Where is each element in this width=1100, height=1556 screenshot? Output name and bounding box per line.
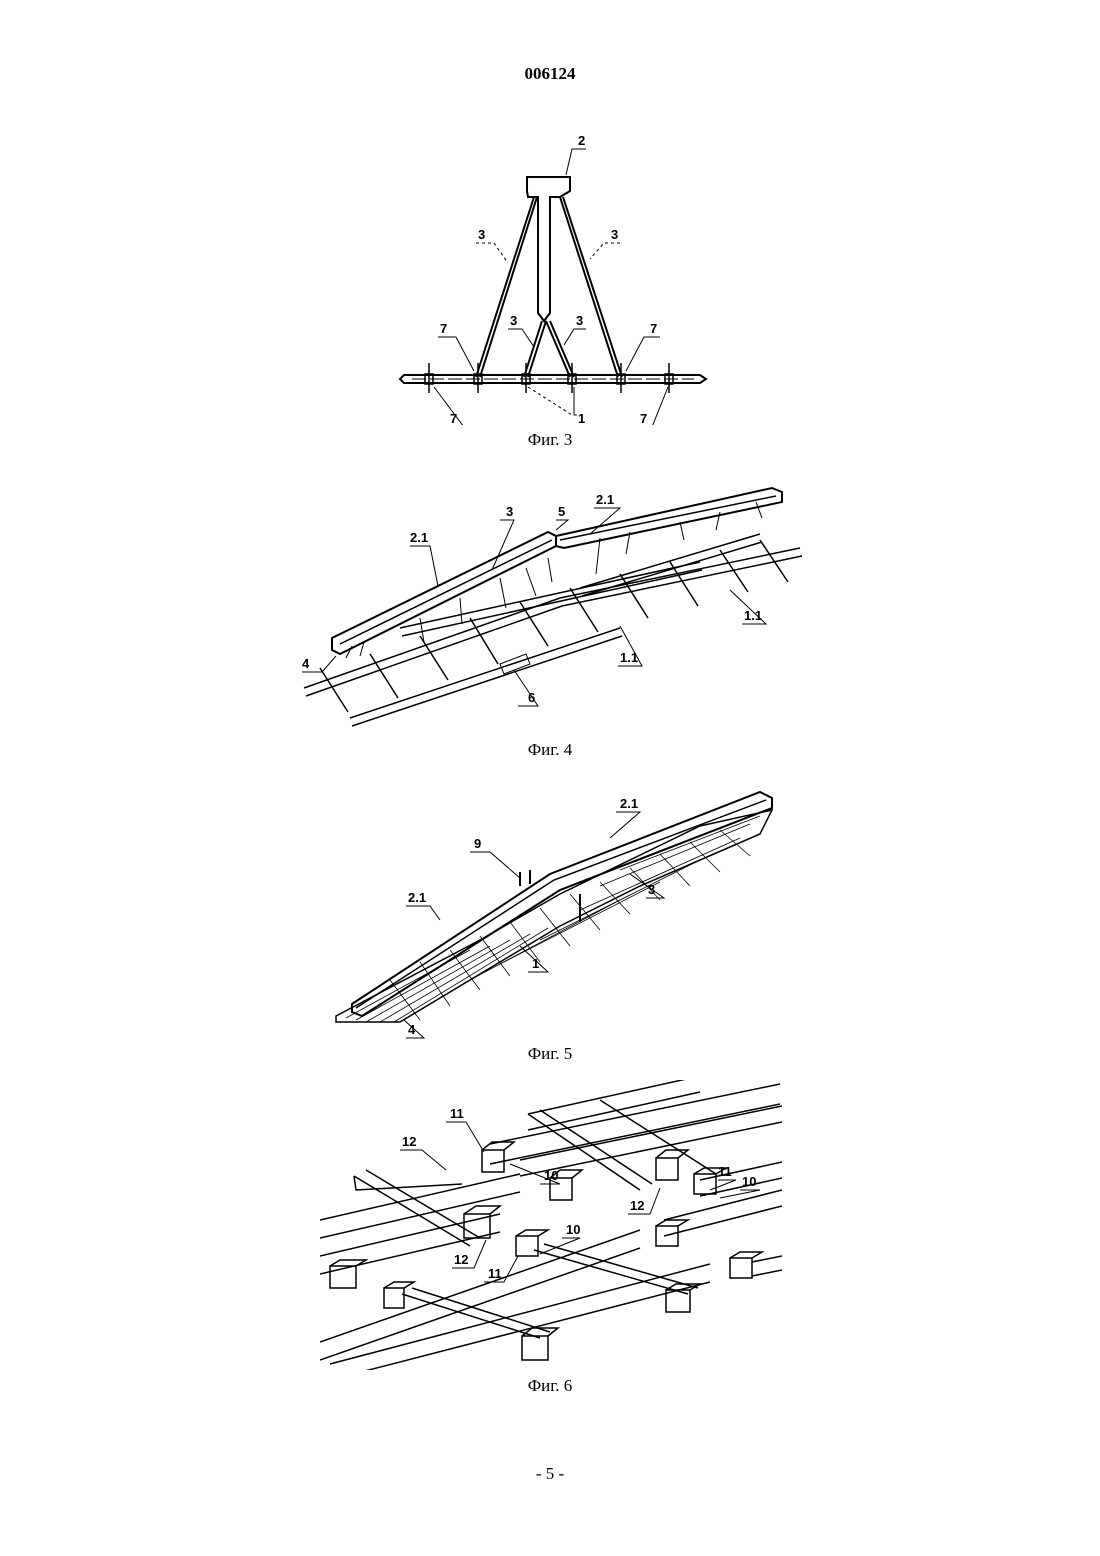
figure-5: 9 2.1 2.1 3 1 4 Фиг. 5 [0, 790, 1100, 1075]
fig4-label-2-1-right: 2.1 [596, 492, 614, 507]
fig3-label-7b: 7 [650, 321, 657, 336]
fig4-label-1-1-b: 1.1 [744, 608, 762, 623]
figure-6-caption: Фиг. 6 [0, 1376, 1100, 1396]
fig3-label-7a: 7 [440, 321, 447, 336]
fig3-label-7d: 7 [640, 411, 647, 425]
fig4-label-4: 4 [302, 656, 310, 671]
document-number: 006124 [0, 64, 1100, 84]
fig4-label-6: 6 [528, 690, 535, 705]
fig5-label-2-1-right: 2.1 [620, 796, 638, 811]
fig6-label-10-b: 10 [566, 1222, 580, 1237]
figure-3: 2 3 3 3 3 7 7 7 7 1 Фиг. 3 [0, 125, 1100, 455]
fig4-label-1-1-a: 1.1 [620, 650, 638, 665]
fig4-label-3: 3 [506, 504, 513, 519]
fig4-label-5: 5 [558, 504, 565, 519]
fig5-label-2-1-left: 2.1 [408, 890, 426, 905]
fig6-label-12-a: 12 [402, 1134, 416, 1149]
fig3-label-3a: 3 [478, 227, 485, 242]
fig6-label-12-c: 12 [454, 1252, 468, 1267]
fig5-label-4: 4 [408, 1022, 416, 1037]
figure-3-drawing: 2 3 3 3 3 7 7 7 7 1 [0, 125, 1100, 425]
fig3-label-3c: 3 [510, 313, 517, 328]
fig3-label-3b: 3 [611, 227, 618, 242]
figure-4-drawing: 2.1 3 5 2.1 4 6 1.1 1.1 [0, 478, 1100, 748]
fig3-label-2: 2 [578, 133, 585, 148]
fig6-label-12-b: 12 [630, 1198, 644, 1213]
figure-6: 11 12 10 12 12 11 10 10 11 Фиг. 6 [0, 1080, 1100, 1400]
fig6-label-10-a: 10 [544, 1168, 558, 1183]
fig6-label-11-b: 11 [488, 1266, 502, 1281]
figure-5-drawing: 9 2.1 2.1 3 1 4 [0, 790, 1100, 1050]
fig5-label-3: 3 [648, 882, 655, 897]
fig3-label-3d: 3 [576, 313, 583, 328]
fig5-label-9: 9 [474, 836, 481, 851]
page-footer-number: - 5 - [0, 1464, 1100, 1484]
figure-3-caption: Фиг. 3 [0, 430, 1100, 450]
fig3-label-1: 1 [578, 411, 585, 425]
figure-6-drawing: 11 12 10 12 12 11 10 10 11 [0, 1080, 1100, 1370]
fig3-label-7c: 7 [450, 411, 457, 425]
fig6-label-11-a: 11 [450, 1106, 464, 1121]
fig6-label-10-c: 10 [742, 1174, 756, 1189]
fig5-label-1: 1 [532, 956, 539, 971]
fig6-label-11-c: 11 [718, 1164, 732, 1179]
fig4-label-2-1-left: 2.1 [410, 530, 428, 545]
figure-4-caption: Фиг. 4 [0, 740, 1100, 760]
figure-5-caption: Фиг. 5 [0, 1044, 1100, 1064]
figure-4: 2.1 3 5 2.1 4 6 1.1 1.1 Фиг. 4 [0, 478, 1100, 768]
